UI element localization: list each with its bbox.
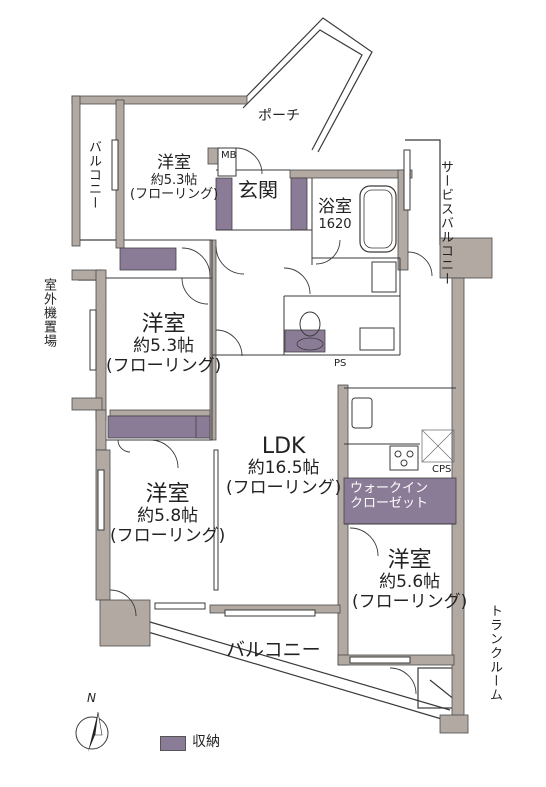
room-floor: (フローリング) [226,477,342,498]
room-floor: (フローリング) [110,525,226,546]
washbasin [359,327,395,351]
south-balcony-label: バルコニー [226,639,321,661]
room-name: 洋室 [157,153,192,173]
walk-in-closet-label: ウォークイン クローゼット [350,481,429,512]
service-balcony-outline [405,139,441,245]
porch-outline [242,17,373,153]
room-size: 約16.5帖 [247,458,320,479]
toilet [299,311,321,337]
room-floor: (フローリング) [352,591,468,612]
legend-swatch [160,736,186,751]
trunk-room-label: トランクルーム [486,604,502,702]
ps-label: PS [334,358,347,369]
room-western-sw: 洋室 約5.8帖 (フローリング) [110,482,225,546]
room-size: 1620 [318,216,352,232]
cps-label: CPS [432,464,452,475]
doors [109,147,433,695]
compass-letter: N [87,691,96,705]
wic-line1: ウォークイン [350,481,429,496]
bathtub [359,185,397,253]
windows [89,139,411,664]
room-floor: (フローリング) [130,187,219,203]
outdoor-unit-label: 室外機置場 [40,278,56,348]
room-size: 約5.3帖 [133,336,195,357]
legend-label: 収納 [192,734,220,750]
room-ldk: LDK 約16.5帖 (フローリング) [226,434,341,498]
washer-space [371,261,397,293]
service-balcony-label: サービスバルコニー [438,160,453,286]
room-size: 約5.6帖 [379,572,441,593]
stove [389,445,419,471]
room-western-nw: 洋室 約5.3帖 (フローリング) [130,153,219,203]
wic-line2: クローゼット [350,495,429,511]
room-name: LDK [261,434,306,459]
cps-box [421,429,455,463]
compass-icon [75,711,109,752]
south-balcony-outline [107,619,446,721]
interior-lines [106,169,456,525]
room-name: 浴室 [318,197,352,217]
room-western-w: 洋室 約5.3帖 (フローリング) [106,312,221,376]
room-size: 約5.3帖 [150,172,198,188]
room-entrance: 玄関 [238,178,278,202]
room-name: 洋室 [145,482,190,507]
mb-label: MB [221,150,237,161]
porch-label: ポーチ [258,108,300,124]
room-floor: (フローリング) [106,355,222,376]
mb-box [217,147,237,177]
room-western-se: 洋室 約5.6帖 (フローリング) [352,548,467,612]
room-bath: 浴室 1620 [318,197,352,232]
room-size: 約5.8帖 [137,506,199,527]
kitchen-sink [351,397,373,429]
north-balcony-label: バルコニー [85,140,101,210]
room-name: 洋室 [387,548,432,573]
room-name: 洋室 [141,312,186,337]
